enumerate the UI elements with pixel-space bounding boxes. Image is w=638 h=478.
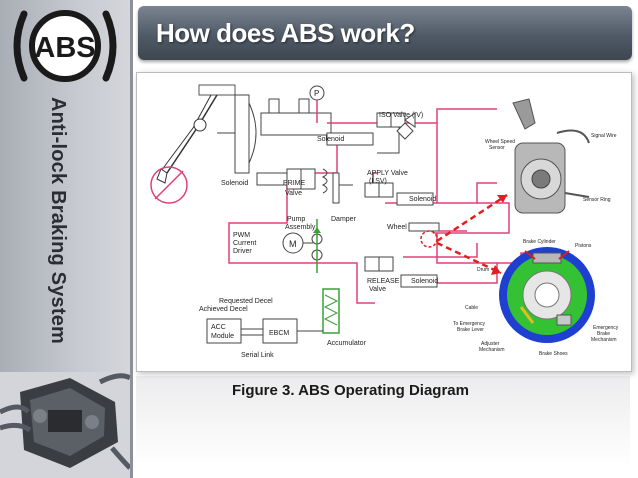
label-signal-wire: Signal Wire	[591, 133, 617, 139]
sidebar-separator	[130, 0, 133, 478]
label-acc: ACC	[211, 324, 226, 331]
label-module: Module	[211, 333, 234, 340]
label-ebcm: EBCM	[269, 330, 289, 337]
sidebar-title-wrap: Anti-lock Braking System	[44, 86, 72, 354]
label-p: P	[314, 89, 319, 98]
accumulator	[322, 288, 340, 334]
label-pump: Pump	[287, 216, 305, 223]
title-bar: How does ABS work?	[138, 6, 632, 60]
iso-valve	[326, 112, 416, 154]
label-serial-link: Serial Link	[241, 352, 274, 359]
pump-assembly	[282, 219, 323, 273]
wheel-symbol	[408, 222, 467, 232]
label-solenoid-low: Solenoid	[411, 278, 438, 285]
label-brake-cylinder: Brake Cylinder	[523, 239, 556, 245]
wheel-highlight	[420, 230, 438, 248]
label-prime-valve: Valve	[285, 190, 302, 197]
sidebar: ABS Anti-lock Braking System	[0, 0, 130, 478]
label-emergency: Emergency	[593, 325, 619, 331]
label-iso-valve: ISO Valve (IV)	[379, 112, 423, 119]
label-brake: Brake	[597, 331, 610, 337]
release-valve	[364, 256, 438, 288]
label-pistons: Pistons	[575, 243, 592, 249]
label-solenoid-top: Solenoid	[317, 136, 344, 143]
label-solenoid-mid: Solenoid	[409, 196, 436, 203]
label-damper: Damper	[331, 216, 357, 223]
label-cable: Cable	[465, 305, 478, 311]
label-current: Current	[233, 240, 256, 247]
label-solenoid-left: Solenoid	[221, 180, 248, 187]
label-mechanism: Mechanism	[479, 347, 505, 353]
prime-valve	[256, 168, 316, 190]
label-pwm: PWM	[233, 232, 250, 239]
label-requested-decel: Requested Decel	[219, 298, 273, 305]
red-arrows	[436, 193, 508, 275]
diagram-reflection: Figure 3. ABS Operating Diagram	[136, 376, 630, 476]
abs-diagram: P ISO Valve	[136, 72, 632, 372]
label-drum: Drum	[477, 267, 489, 273]
label-sensor: Sensor	[489, 145, 505, 151]
control-modules	[206, 318, 323, 344]
brake-pedal	[150, 84, 236, 204]
logo-text: ABS	[34, 32, 95, 64]
drum-brake	[499, 247, 595, 343]
label-prime: PRIME	[283, 180, 306, 187]
wheel-hub-assembly	[512, 98, 590, 214]
figure-caption: Figure 3. ABS Operating Diagram	[232, 382, 469, 399]
label-apply-valve: APPLY Valve	[367, 170, 408, 177]
abs-unit-image	[0, 372, 130, 478]
brake-booster	[217, 94, 332, 174]
label-release: RELEASE	[367, 278, 400, 285]
label-brake-shoes: Brake Shoes	[539, 351, 568, 357]
apply-valve	[364, 173, 434, 206]
label-motor: M	[289, 239, 297, 249]
label-to-emergency: To Emergency	[453, 321, 485, 327]
damper	[321, 168, 353, 204]
sidebar-title: Anti-lock Braking System	[47, 96, 70, 344]
diagram-canvas: P ISO Valve	[150, 84, 619, 359]
label-adjuster: Adjuster	[481, 341, 500, 347]
label-achieved-decel: Achieved Decel	[199, 306, 248, 313]
abs-warning-icon: ABS	[13, 10, 117, 82]
label-release-valve: Valve	[369, 286, 386, 293]
label-wheel: Wheel	[387, 224, 407, 231]
label-lsv: (LSV)	[369, 178, 387, 185]
label-sensor-ring: Sensor Ring	[583, 197, 611, 203]
label-brake-lever: Brake Lever	[457, 327, 484, 333]
label-mechanism2: Mechanism	[591, 337, 617, 343]
slide-title: How does ABS work?	[156, 18, 415, 48]
label-assembly: Assembly	[285, 224, 316, 231]
label-accumulator: Accumulator	[327, 340, 367, 347]
label-driver: Driver	[233, 248, 252, 255]
label-wheel-speed: Wheel Speed	[485, 139, 515, 145]
